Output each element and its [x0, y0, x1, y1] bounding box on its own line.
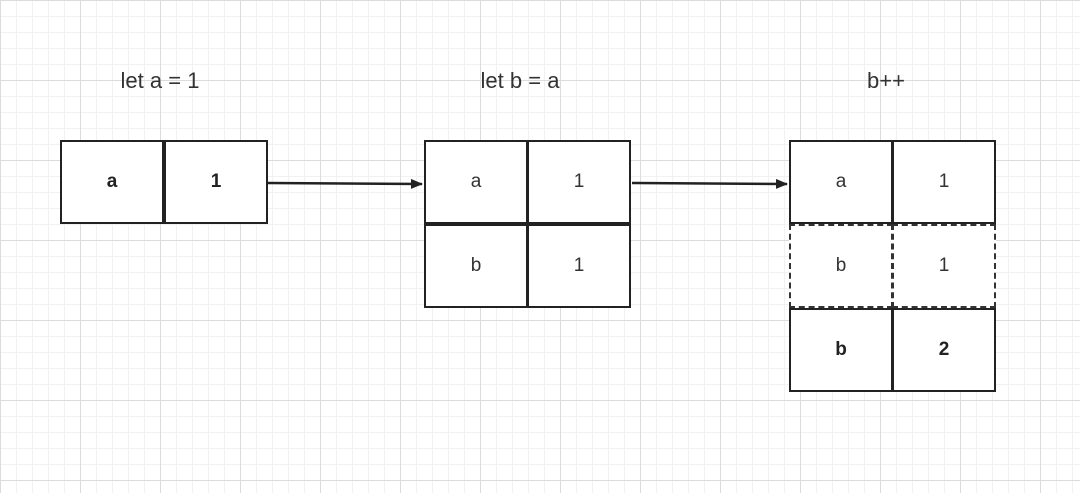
stage-3-row-3-name-cell: b	[789, 308, 893, 392]
arrow-stage-1-to-2	[267, 178, 423, 189]
stage-1-row-1-value-cell: 1	[164, 140, 268, 224]
stage-2-row-2-value-cell: 1	[527, 224, 631, 308]
stage-3-row-2-name-cell: b	[789, 224, 893, 308]
stage-3-row-2-value-cell: 1	[892, 224, 996, 308]
stage-1-row-1-name-cell: a	[60, 140, 164, 224]
stage-1-label: let a = 1	[120, 68, 200, 93]
stage-2-label: let b = a	[480, 68, 560, 93]
stage-2-row-2-name-cell: b	[424, 224, 528, 308]
stage-2-row-1-value-cell: 1	[527, 140, 631, 224]
stage-3-row-1-value-cell: 1	[892, 140, 996, 224]
arrow-stage-2-to-3	[631, 178, 788, 189]
stage-3-row-3-value-cell: 2	[892, 308, 996, 392]
stage-3-label: b++	[867, 68, 905, 93]
stage-3-row-1-name-cell: a	[789, 140, 893, 224]
